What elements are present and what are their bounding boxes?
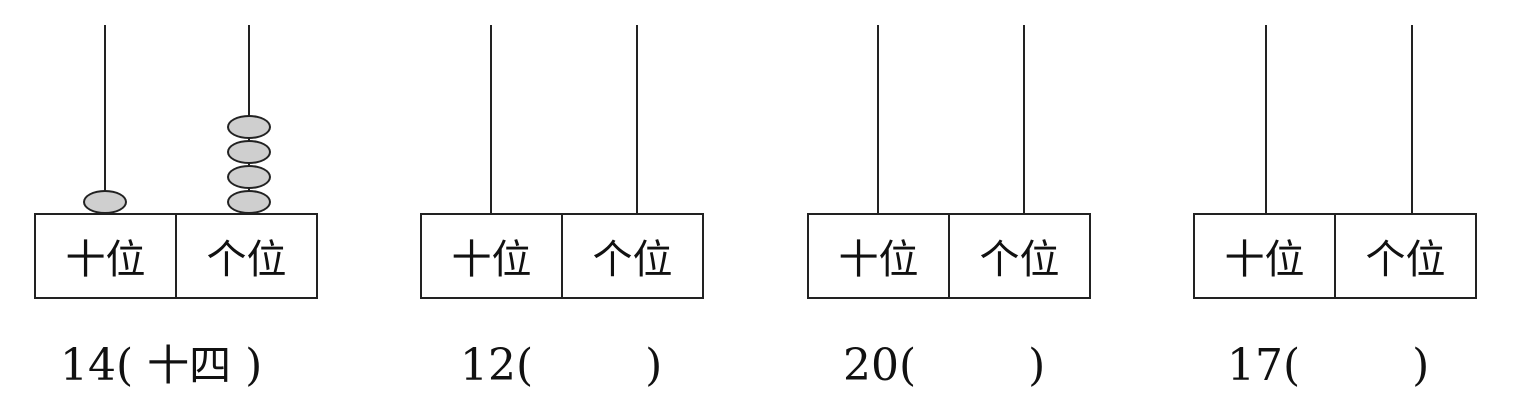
ones-rod [636, 25, 638, 215]
number-label: 14( 十四) [60, 336, 320, 396]
ones-place-label: 个位 [948, 215, 1089, 297]
number-label: 20() [843, 336, 1103, 396]
place-value-box: 十位 个位 [807, 213, 1091, 299]
tens-rod [877, 25, 879, 215]
place-value-box: 十位 个位 [1193, 213, 1477, 299]
open-paren: ( [899, 340, 917, 391]
number-label: 12() [460, 336, 720, 396]
abacus-bead [227, 140, 271, 164]
tens-rod [104, 25, 106, 215]
tens-rod [490, 25, 492, 215]
close-paren: ) [1412, 340, 1430, 391]
place-value-box: 十位 个位 [420, 213, 704, 299]
abacus-4: 十位 个位 17() [1193, 0, 1479, 403]
abacus-bead [227, 115, 271, 139]
tens-place-label: 十位 [838, 237, 919, 283]
tens-place-label: 十位 [451, 237, 532, 283]
place-value-box: 十位 个位 [34, 213, 318, 299]
close-paren: ) [645, 340, 663, 391]
abacus-bead [227, 165, 271, 189]
ones-place-label: 个位 [1334, 215, 1475, 297]
number-label: 17() [1227, 336, 1487, 396]
abacus-2: 十位 个位 12() [420, 0, 706, 403]
abacus-3: 十位 个位 20() [807, 0, 1093, 403]
close-paren: ) [1028, 340, 1046, 391]
open-paren: ( [116, 340, 134, 391]
abacus-1: 十位 个位 14( 十四) [34, 0, 320, 403]
ones-place-label: 个位 [561, 215, 702, 297]
tens-place-label: 十位 [65, 237, 146, 283]
number-value: 20 [843, 340, 899, 391]
abacus-bead [83, 190, 127, 214]
number-value: 14 [60, 340, 116, 391]
tens-place-label: 十位 [1224, 237, 1305, 283]
open-paren: ( [1283, 340, 1301, 391]
abacus-bead [227, 190, 271, 214]
close-paren: ) [245, 340, 263, 391]
ones-rod [1023, 25, 1025, 215]
tens-rod [1265, 25, 1267, 215]
ones-place-label: 个位 [175, 215, 316, 297]
answer-blank[interactable]: 十四 [147, 341, 232, 390]
open-paren: ( [516, 340, 534, 391]
number-value: 12 [460, 340, 516, 391]
ones-rod [1411, 25, 1413, 215]
number-value: 17 [1227, 340, 1283, 391]
